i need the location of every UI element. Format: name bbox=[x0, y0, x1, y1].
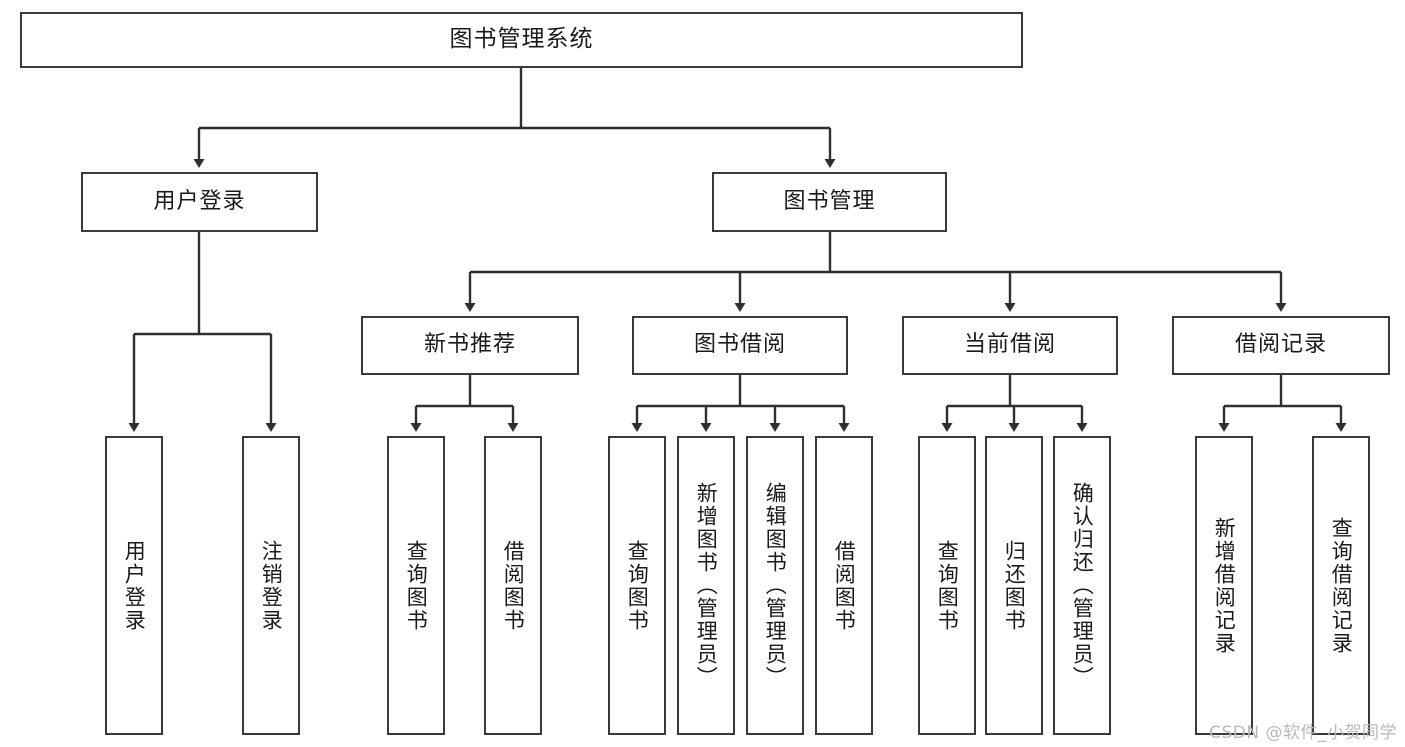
node-user-login[interactable]: 用户登录 bbox=[81, 172, 318, 232]
node-root-system[interactable]: 图书管理系统 bbox=[20, 12, 1023, 68]
leaf-newbook-query-book-label: 查询图书 bbox=[404, 539, 429, 632]
node-book-borrow[interactable]: 图书借阅 bbox=[632, 316, 848, 375]
leaf-newbook-query-book[interactable]: 查询图书 bbox=[387, 436, 445, 735]
leaf-bookborrow-add-book-label: 新增图书（管理员） bbox=[694, 482, 719, 689]
leaf-bookborrow-borrow-book[interactable]: 借阅图书 bbox=[815, 436, 873, 735]
leaf-user-login-signin[interactable]: 用户登录 bbox=[105, 436, 163, 735]
leaf-currentborrow-return-book-label: 归还图书 bbox=[1002, 539, 1027, 632]
node-book-management[interactable]: 图书管理 bbox=[712, 172, 947, 232]
leaf-currentborrow-query-book-label: 查询图书 bbox=[935, 539, 960, 632]
leaf-currentborrow-confirm-return-label: 确认归还（管理员） bbox=[1070, 482, 1095, 689]
csdn-watermark: CSDN @软件_小贺同学 bbox=[1209, 723, 1397, 743]
leaf-borrowrecord-add-record[interactable]: 新增借阅记录 bbox=[1195, 436, 1253, 735]
leaf-newbook-borrow-book[interactable]: 借阅图书 bbox=[484, 436, 542, 735]
node-borrow-record[interactable]: 借阅记录 bbox=[1172, 316, 1390, 375]
node-book-management-label: 图书管理 bbox=[783, 188, 876, 214]
leaf-newbook-borrow-book-label: 借阅图书 bbox=[501, 539, 526, 632]
node-new-book-recommend[interactable]: 新书推荐 bbox=[361, 316, 579, 375]
node-user-login-label: 用户登录 bbox=[153, 188, 246, 214]
leaf-user-login-signout-label: 注销登录 bbox=[259, 539, 284, 632]
leaf-borrowrecord-query-record-label: 查询借阅记录 bbox=[1329, 516, 1354, 655]
leaf-currentborrow-confirm-return[interactable]: 确认归还（管理员） bbox=[1053, 436, 1111, 735]
node-book-borrow-label: 图书借阅 bbox=[693, 332, 786, 358]
node-current-borrow[interactable]: 当前借阅 bbox=[902, 316, 1118, 375]
leaf-currentborrow-return-book[interactable]: 归还图书 bbox=[985, 436, 1043, 735]
leaf-bookborrow-query-book[interactable]: 查询图书 bbox=[608, 436, 666, 735]
leaf-borrowrecord-query-record[interactable]: 查询借阅记录 bbox=[1312, 436, 1370, 735]
leaf-user-login-signin-label: 用户登录 bbox=[122, 539, 147, 632]
leaf-bookborrow-add-book[interactable]: 新增图书（管理员） bbox=[677, 436, 735, 735]
node-current-borrow-label: 当前借阅 bbox=[963, 332, 1056, 358]
leaf-bookborrow-query-book-label: 查询图书 bbox=[625, 539, 650, 632]
leaf-user-login-signout[interactable]: 注销登录 bbox=[242, 436, 300, 735]
node-root-system-label: 图书管理系统 bbox=[449, 26, 594, 53]
leaf-bookborrow-edit-book[interactable]: 编辑图书（管理员） bbox=[746, 436, 804, 735]
leaf-bookborrow-edit-book-label: 编辑图书（管理员） bbox=[763, 482, 788, 689]
leaf-currentborrow-query-book[interactable]: 查询图书 bbox=[918, 436, 976, 735]
node-new-book-recommend-label: 新书推荐 bbox=[423, 332, 516, 358]
node-borrow-record-label: 借阅记录 bbox=[1234, 332, 1327, 358]
leaf-borrowrecord-add-record-label: 新增借阅记录 bbox=[1212, 516, 1237, 655]
leaf-bookborrow-borrow-book-label: 借阅图书 bbox=[832, 539, 857, 632]
